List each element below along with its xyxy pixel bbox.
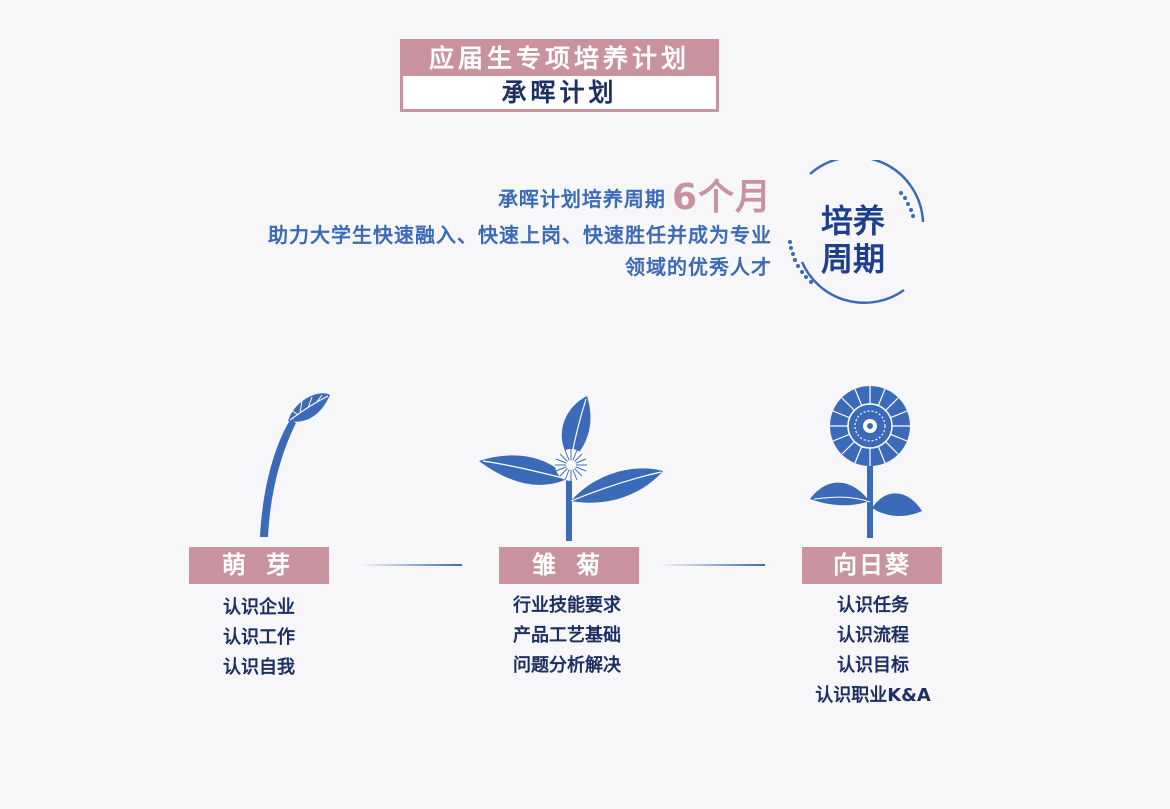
intro-duration: 6个月 <box>671 177 772 218</box>
stage-items-sunflower: 认识任务 认识流程 认识目标 认识职业K&A <box>773 591 973 711</box>
list-item: 认识工作 <box>223 627 295 648</box>
cycle-badge: 培养 周期 <box>812 202 894 278</box>
list-item: 问题分析解决 <box>513 655 621 676</box>
sprout-icon <box>260 393 330 537</box>
list-item: 认识职业K&A <box>815 685 931 706</box>
stage-label-sprout: 萌 芽 <box>189 547 329 584</box>
list-item: 认识自我 <box>223 657 295 678</box>
list-item: 认识流程 <box>837 625 909 646</box>
plan-subtitle: 承晖计划 <box>501 78 618 107</box>
intro-line-3: 领域的优秀人才 <box>625 255 772 279</box>
list-item: 产品工艺基础 <box>513 625 621 646</box>
list-item: 认识目标 <box>837 655 909 676</box>
stage-label-daisy: 雏 菊 <box>499 547 639 584</box>
intro-cycle-text: 承晖计划培养周期 <box>497 187 666 211</box>
cycle-badge-line-2: 周期 <box>820 240 885 278</box>
list-item: 认识企业 <box>223 597 295 618</box>
cycle-ring-icon <box>788 160 925 305</box>
plan-title: 应届生专项培养计划 <box>403 42 716 76</box>
list-item: 认识任务 <box>837 595 909 616</box>
sunflower-icon <box>810 386 922 538</box>
cycle-badge-line-1: 培养 <box>820 202 885 240</box>
connector-line-1 <box>360 564 462 566</box>
connector-line-2 <box>660 564 765 566</box>
stage-items-sprout: 认识企业 认识工作 认识自我 <box>159 593 359 683</box>
stage-label-sunflower: 向日葵 <box>802 547 942 584</box>
list-item: 行业技能要求 <box>513 595 621 616</box>
stage-items-daisy: 行业技能要求 产品工艺基础 问题分析解决 <box>467 591 667 681</box>
plan-title-box: 应届生专项培养计划 承晖计划 <box>400 39 719 112</box>
intro-line-2: 助力大学生快速融入、快速上岗、快速胜任并成为专业 <box>268 223 772 247</box>
daisy-icon <box>479 396 663 541</box>
